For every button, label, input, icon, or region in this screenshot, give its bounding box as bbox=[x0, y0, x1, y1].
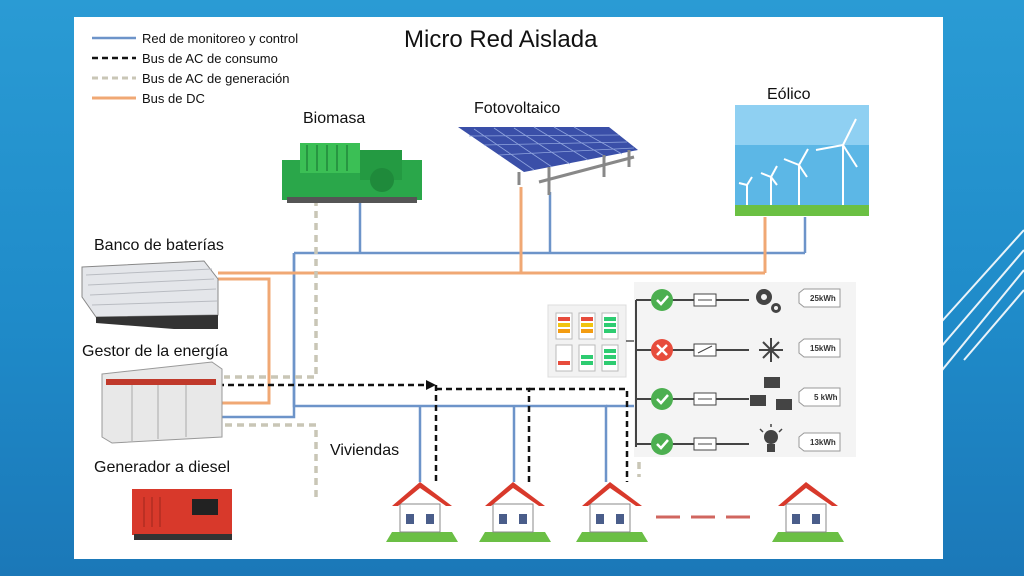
monitoring-network-lines bbox=[217, 192, 807, 482]
ac-consumption-lines bbox=[218, 383, 629, 482]
diagram-title: Micro Red Aislada bbox=[404, 26, 598, 53]
legend-label-ac-consumo: Bus de AC de consumo bbox=[142, 51, 278, 66]
background-decoration bbox=[934, 229, 1024, 381]
load-3-kwh: 5 kWh bbox=[814, 393, 838, 402]
battery-levels-panel bbox=[547, 304, 636, 378]
diesel-generator-image bbox=[132, 489, 232, 540]
legend: Red de monitoreo y control Bus de AC de … bbox=[92, 31, 298, 106]
biomasa-label: Biomasa bbox=[303, 110, 365, 127]
house-2-image bbox=[479, 482, 551, 542]
gears-icon bbox=[756, 289, 781, 313]
load-row-2: 15kWh bbox=[636, 338, 841, 362]
load-control-panel bbox=[634, 282, 856, 457]
load-row-3: 5 kWh bbox=[636, 377, 841, 410]
load-4-kwh: 13kWh bbox=[810, 438, 836, 447]
load-row-4: 13kWh bbox=[636, 424, 841, 455]
house-3-image bbox=[576, 482, 648, 542]
solar-panel-image bbox=[458, 126, 638, 195]
battery-bank-image bbox=[81, 260, 219, 329]
viviendas-label: Viviendas bbox=[330, 442, 399, 459]
legend-label-monitoreo: Red de monitoreo y control bbox=[142, 31, 298, 46]
fotovoltaico-label: Fotovoltaico bbox=[474, 100, 560, 117]
load-1-kwh: 25kWh bbox=[810, 294, 836, 303]
dc-bus-lines bbox=[217, 187, 767, 405]
load-2-kwh: 15kWh bbox=[810, 344, 836, 353]
slide: Micro Red Aislada Red de monitoreo y con… bbox=[74, 17, 943, 559]
eolico-label: Eólico bbox=[767, 86, 811, 103]
check-icon bbox=[651, 433, 673, 455]
check-icon bbox=[651, 388, 673, 410]
diagram: Micro Red Aislada Red de monitoreo y con… bbox=[81, 26, 869, 542]
battery-level-icons bbox=[555, 312, 619, 372]
ac-flow-arrow bbox=[426, 380, 436, 390]
house-4-image bbox=[772, 482, 844, 542]
generador-label: Generador a diesel bbox=[94, 459, 230, 476]
check-icon bbox=[651, 289, 673, 311]
energy-manager-cabinet-image bbox=[101, 361, 223, 444]
load-row-1: 25kWh bbox=[636, 288, 841, 313]
biomass-generator-image bbox=[282, 143, 422, 203]
lightbulb-icon bbox=[759, 424, 783, 452]
house-1-image bbox=[386, 482, 458, 542]
gestor-label: Gestor de la energía bbox=[82, 343, 228, 360]
snowflake-icon bbox=[759, 338, 783, 362]
computers-icon bbox=[750, 377, 792, 410]
wind-turbines-image bbox=[735, 105, 869, 216]
legend-label-ac-generacion: Bus de AC de generación bbox=[142, 71, 289, 86]
banco-label: Banco de baterías bbox=[94, 237, 224, 254]
legend-label-dc: Bus de DC bbox=[142, 91, 205, 106]
